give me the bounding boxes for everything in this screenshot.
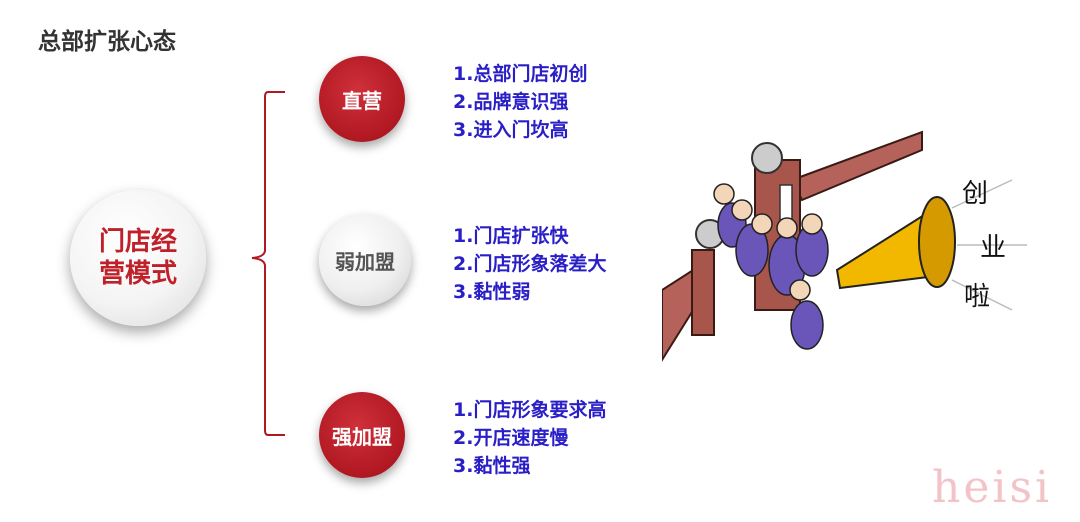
mode-weak-franchise-label: 弱加盟 [335, 249, 395, 274]
page-title: 总部扩张心态 [38, 29, 176, 55]
watermark: heisi [932, 462, 1053, 513]
point: 2.门店形象落差大 [453, 253, 607, 275]
point: 3.黏性强 [453, 455, 531, 477]
shout-char: 啦 [964, 282, 990, 312]
mode-weak-franchise-circle: 弱加盟 [319, 214, 411, 306]
weak-franchise-points: 1.门店扩张快 2.门店形象落差大 3.黏性弱 [453, 222, 606, 306]
center-label: 门店经营模式 [98, 227, 177, 289]
mode-direct-circle: 直营 [319, 56, 405, 142]
shout-char: 业 [980, 233, 1006, 263]
mode-strong-franchise-circle: 强加盟 [319, 392, 405, 478]
mode-strong-franchise-label: 强加盟 [332, 424, 392, 449]
point: 1.门店形象要求高 [453, 399, 607, 421]
point: 3.黏性弱 [453, 281, 531, 303]
point: 2.品牌意识强 [453, 91, 569, 113]
point: 2.开店速度慢 [453, 427, 569, 449]
bracket [251, 91, 285, 436]
startup-illustration: 创 业 啦 [662, 130, 1027, 362]
point: 1.总部门店初创 [453, 63, 588, 85]
direct-points: 1.总部门店初创 2.品牌意识强 3.进入门坎高 [453, 60, 587, 144]
strong-franchise-points: 1.门店形象要求高 2.开店速度慢 3.黏性强 [453, 396, 606, 480]
shout-char: 创 [962, 179, 988, 209]
point: 1.门店扩张快 [453, 225, 569, 247]
point: 3.进入门坎高 [453, 119, 569, 141]
mode-direct-label: 直营 [342, 88, 382, 113]
center-circle: 门店经营模式 [70, 190, 206, 326]
